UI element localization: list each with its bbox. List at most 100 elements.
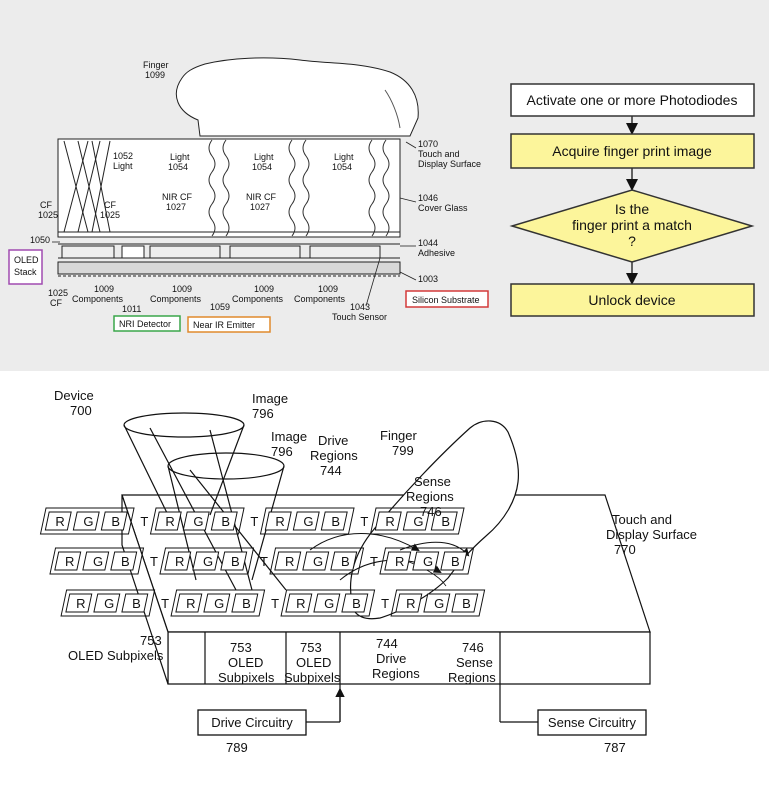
touch-sensor-letter: T (250, 514, 258, 529)
component-blocks (61, 245, 381, 259)
pixel-group-frame (49, 547, 145, 575)
image-796-number-a: 796 (252, 406, 274, 421)
silicon-substrate-label: Silicon Substrate (412, 295, 480, 305)
cf-1025-right-label: CF (104, 200, 116, 210)
touch-sensor-letter: T (150, 554, 158, 569)
sense-regions-number: 746 (420, 504, 442, 519)
subpixel-cell (320, 511, 348, 531)
subpixel-cell (384, 551, 412, 571)
subpixel-cell (182, 511, 210, 531)
subpixel-letter: G (214, 596, 224, 611)
sense-regions-label-2: Regions (406, 489, 454, 504)
subpixel-cell (412, 551, 440, 571)
flow-step-unlock-label: Unlock device (588, 292, 675, 308)
nir-cf-label-a: NIR CF (162, 192, 192, 202)
drive-circuitry-number: 789 (226, 740, 248, 755)
cross-section-leaders (52, 141, 417, 307)
subpixel-letter: R (275, 514, 284, 529)
cover-glass-layer (57, 138, 401, 238)
touch-sensor-number: 1043 (350, 302, 370, 312)
oled-753-b-label-2: Subpixels (284, 670, 341, 685)
drive-circuitry-box (197, 709, 307, 736)
subpixel-letter: R (285, 554, 294, 569)
subpixel-cell (65, 593, 93, 613)
subpixel-letter: B (451, 554, 460, 569)
subpixel-letter: G (193, 514, 203, 529)
oled-753-a-label-1: OLED (228, 655, 263, 670)
subpixel-letter: G (413, 514, 423, 529)
subpixel-letter: G (423, 554, 433, 569)
subpixel-cell (82, 551, 110, 571)
image-796-label-a: Image (252, 391, 288, 406)
flow-decision-line-1: Is the (615, 201, 649, 217)
components-label-4: Components (294, 294, 346, 304)
pixel-group-frame (369, 507, 465, 535)
device-diagram-labels: Device 700 Image 796 Image 796 Drive Reg… (54, 388, 697, 685)
finger-799-label: Finger (380, 428, 418, 443)
cross-section-diagram (57, 57, 419, 277)
sense-746-label-1: Sense (456, 655, 493, 670)
light-1054-number-a: 1054 (168, 162, 188, 172)
subpixel-letter: B (441, 514, 450, 529)
pixel-group-frame (149, 507, 245, 535)
image-796-number-b: 796 (271, 444, 293, 459)
sense-746-label-2: Regions (448, 670, 496, 685)
subpixel-letter: R (296, 596, 305, 611)
touch-sensor-letter: T (360, 514, 368, 529)
cf-bottom-number: 1025 (48, 288, 68, 298)
subpixel-cell (302, 551, 330, 571)
flow-step-activate-label: Activate one or more Photodiodes (527, 92, 738, 108)
subpixel-letter: G (93, 554, 103, 569)
pixel-group-frame (280, 589, 376, 617)
pixel-group-frame (269, 547, 365, 575)
pixel-group-frame (159, 547, 255, 575)
components-number-2: 1009 (172, 284, 192, 294)
touch-sensor-letter: T (260, 554, 268, 569)
pixel-group-frame (379, 547, 475, 575)
subpixel-cell (154, 511, 182, 531)
touch-surface-label-1: Touch and (418, 149, 460, 159)
light-rays-1054 (208, 139, 390, 237)
sense-regions-label-1: Sense (414, 474, 451, 489)
touch-sensor-letter: T (271, 596, 279, 611)
oled-753-b-label-1: OLED (296, 655, 331, 670)
subpixel-letter: R (175, 554, 184, 569)
subpixel-cell (121, 593, 149, 613)
flow-step-activate (510, 83, 755, 117)
silicon-substrate-layer (57, 261, 401, 275)
oled-753-a-label-2: Subpixels (218, 670, 275, 685)
subpixel-cell (440, 551, 468, 571)
sense-circuitry-label: Sense Circuitry (548, 715, 637, 730)
subpixel-letter: R (186, 596, 195, 611)
subpixel-cell (231, 593, 259, 613)
drive-circuitry-label: Drive Circuitry (211, 715, 293, 730)
touch-display-number: 770 (614, 542, 636, 557)
subpixel-cell (341, 593, 369, 613)
light-1054-label-c: Light (334, 152, 354, 162)
touch-sensor-letter: T (370, 554, 378, 569)
subpixel-letter: R (55, 514, 64, 529)
light-1052-number: 1052 (113, 151, 133, 161)
oled-753-b-number: 753 (300, 640, 322, 655)
subpixel-letter: G (313, 554, 323, 569)
light-1054-label-a: Light (170, 152, 190, 162)
finger-label: Finger (143, 60, 169, 70)
flow-decision-line-3: ? (628, 233, 636, 249)
subpixel-letter: B (132, 596, 141, 611)
oled-subpixels-left-label: OLED Subpixels (68, 648, 164, 663)
touch-surface-number: 1070 (418, 139, 438, 149)
ref-1011-label: 1011 (122, 304, 141, 314)
subpixel-cell (374, 511, 402, 531)
touch-sensor-letter: T (381, 596, 389, 611)
device-label: Device (54, 388, 94, 403)
subpixel-cell (192, 551, 220, 571)
pixel-group-frame (60, 589, 156, 617)
subpixel-cell (175, 593, 203, 613)
image-796-ellipse-b (167, 452, 285, 480)
components-label-3: Components (232, 294, 284, 304)
subpixel-cell (330, 551, 358, 571)
cf-1025-left-label: CF (40, 200, 52, 210)
subpixel-cell (451, 593, 479, 613)
subpixel-cell (164, 551, 192, 571)
drive-regions-label-1: Drive (318, 433, 348, 448)
